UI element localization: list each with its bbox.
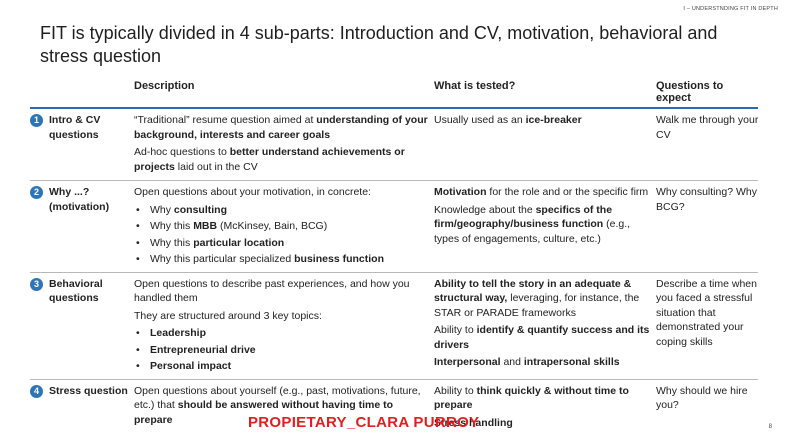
row-number-badge: 3 [30,277,43,291]
row-what-is-tested: Usually used as an ice-breaker [434,114,582,126]
row-label-text: Stress question [49,384,128,397]
section-header-tag: I – UNDERSTNDING FIT IN DEPTH [683,6,778,12]
row-questions-to-expect: Describe a time when you faced a stressf… [656,277,757,348]
row-label-text: Intro & CV questions [49,114,101,141]
row-what-is-tested: Motivation for the role and or the speci… [434,186,649,245]
table-row: 3 Behavioral questions Open questions to… [30,273,758,380]
row-label-text: Behavioral questions [49,277,103,305]
row-number-badge: 1 [30,114,43,127]
row-description: Open questions about yourself (e.g., pas… [134,384,421,426]
watermark: PROPIETARY_CLARA PURROY [248,414,480,431]
row-what-is-tested: Ability to think quickly & without time … [434,384,629,429]
table-row: 1 Intro & CV questions “Traditional” res… [30,109,758,181]
table-row: 2 Why ...? (motivation) Open questions a… [30,181,758,273]
row-number-badge: 4 [30,384,43,398]
row-description: “Traditional” resume question aimed at u… [134,114,428,173]
fit-table: Description What is tested? Questions to… [30,80,758,436]
table-header: Description What is tested? Questions to… [30,80,758,109]
row-what-is-tested: Ability to tell the story in an adequate… [434,277,650,369]
row-label-text: Why ...? (motivation) [49,186,110,213]
column-header-description: Description [134,80,195,92]
column-header-questions: Questions to expect [656,80,724,104]
row-questions-to-expect: Walk me through your CV [656,114,759,141]
row-number-badge: 2 [30,186,43,199]
table-row: 4 Stress question Open questions about y… [30,380,758,437]
row-label: 2 Why ...? (motivation) [30,185,134,269]
row-description: Open questions to describe past experien… [134,277,410,373]
column-header-tested: What is tested? [434,80,516,92]
row-questions-to-expect: Why should we hire you? [656,384,748,412]
row-description: Open questions about your motivation, in… [134,186,384,265]
row-label: 1 Intro & CV questions [30,113,134,177]
row-questions-to-expect: Why consulting? Why BCG? [656,186,757,213]
page-number: 8 [768,424,772,430]
row-label: 4 Stress question [30,384,134,434]
slide-title: FIT is typically divided in 4 sub-parts:… [40,23,718,66]
row-label: 3 Behavioral questions [30,277,134,376]
